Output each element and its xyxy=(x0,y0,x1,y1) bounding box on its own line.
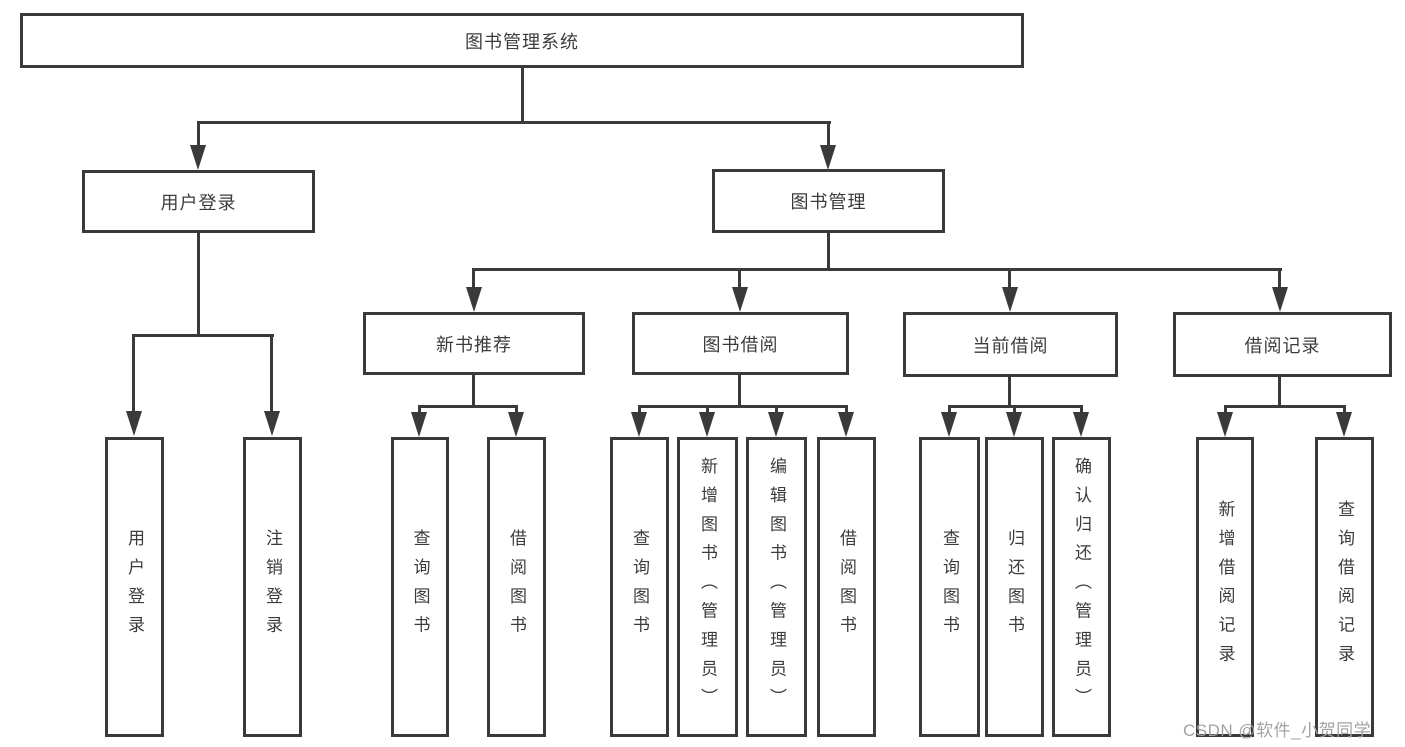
node-user-login: 用户登录 xyxy=(82,170,315,233)
connector-line xyxy=(197,231,200,337)
leaf-borrow-query-books: 查询图书 xyxy=(610,437,669,737)
connector-line xyxy=(827,121,830,149)
connector-line xyxy=(1278,268,1281,290)
leaf-recommend-borrow-books: 借阅图书 xyxy=(487,437,546,737)
connector-line xyxy=(775,405,778,415)
node-root-label: 图书管理系统 xyxy=(465,31,579,52)
connector-line xyxy=(1224,405,1346,408)
connector-line xyxy=(270,334,273,412)
connector-line xyxy=(132,334,135,412)
node-borrow-records-label: 借阅记录 xyxy=(1244,335,1321,356)
node-book-management-label: 图书管理 xyxy=(790,192,867,212)
connector-line xyxy=(472,268,475,290)
connector-arrowhead xyxy=(1006,412,1022,437)
leaf-recommend-query-books-label: 查询图书 xyxy=(410,529,430,645)
connector-line xyxy=(845,405,848,415)
connector-arrowhead xyxy=(699,412,715,437)
connector-line xyxy=(197,121,200,149)
connector-line xyxy=(472,373,475,408)
leaf-borrow-borrow-books-label: 借阅图书 xyxy=(837,529,856,645)
connector-arrowhead xyxy=(126,411,142,436)
leaf-current-query-books-label: 查询图书 xyxy=(940,529,959,645)
leaf-logout-label: 注销登录 xyxy=(263,529,282,645)
connector-line xyxy=(1013,405,1016,415)
connector-line xyxy=(521,68,524,124)
node-book-borrow: 图书借阅 xyxy=(632,312,849,375)
leaf-add-book-admin: 新增图书（管理员） xyxy=(677,437,738,737)
leaf-query-borrow-record-label: 查询借阅记录 xyxy=(1335,500,1354,674)
connector-line xyxy=(515,405,518,415)
connector-arrowhead xyxy=(466,287,482,312)
leaf-logout: 注销登录 xyxy=(243,437,302,737)
leaf-add-book-admin-label: 新增图书（管理员） xyxy=(698,456,717,718)
connector-arrowhead xyxy=(190,145,206,170)
leaf-edit-book-admin-label: 编辑图书（管理员） xyxy=(767,456,786,718)
connector-arrowhead xyxy=(941,412,957,437)
leaf-confirm-return-admin-label: 确认归还（管理员） xyxy=(1072,456,1091,718)
connector-line xyxy=(1080,405,1083,415)
connector-line xyxy=(1224,405,1227,415)
node-current-borrow: 当前借阅 xyxy=(903,312,1118,377)
connector-line xyxy=(738,268,741,290)
node-user-login-label: 用户登录 xyxy=(160,192,237,213)
leaf-return-book: 归还图书 xyxy=(985,437,1044,737)
connector-line xyxy=(133,334,274,337)
leaf-recommend-query-books: 查询图书 xyxy=(391,437,449,737)
connector-arrowhead xyxy=(1336,412,1352,437)
connector-line xyxy=(418,405,421,415)
leaf-return-book-label: 归还图书 xyxy=(1005,529,1024,645)
connector-line xyxy=(638,405,641,415)
connector-line xyxy=(706,405,709,415)
leaf-borrow-borrow-books: 借阅图书 xyxy=(817,437,876,737)
node-root: 图书管理系统 xyxy=(20,13,1024,68)
leaf-add-borrow-record-label: 新增借阅记录 xyxy=(1215,500,1235,674)
connector-arrowhead xyxy=(820,145,836,170)
leaf-confirm-return-admin: 确认归还（管理员） xyxy=(1052,437,1111,737)
connector-arrowhead xyxy=(768,412,784,437)
connector-line xyxy=(418,405,518,408)
leaf-recommend-borrow-books-label: 借阅图书 xyxy=(507,529,526,645)
leaf-user-login: 用户登录 xyxy=(105,437,164,737)
connector-arrowhead xyxy=(411,412,427,437)
node-book-management: 图书管理 xyxy=(712,169,945,233)
leaf-add-borrow-record: 新增借阅记录 xyxy=(1196,437,1254,737)
connector-arrowhead xyxy=(732,287,748,312)
connector-line xyxy=(948,405,951,415)
node-borrow-records: 借阅记录 xyxy=(1173,312,1392,377)
connector-line xyxy=(1343,405,1346,415)
leaf-user-login-label: 用户登录 xyxy=(125,529,144,645)
connector-arrowhead xyxy=(1217,412,1233,437)
connector-line xyxy=(638,405,848,408)
connector-line xyxy=(738,373,741,408)
node-new-book-recommend: 新书推荐 xyxy=(363,312,585,375)
connector-arrowhead xyxy=(508,412,524,437)
connector-arrowhead xyxy=(1002,287,1018,312)
node-current-borrow-label: 当前借阅 xyxy=(972,335,1049,356)
connector-line xyxy=(827,231,830,271)
connector-arrowhead xyxy=(1073,412,1089,437)
connector-arrowhead xyxy=(631,412,647,437)
connector-line xyxy=(1008,268,1011,290)
connector-arrowhead xyxy=(264,411,280,436)
connector-arrowhead xyxy=(1272,287,1288,312)
node-book-borrow-label: 图书借阅 xyxy=(702,334,779,355)
connector-arrowhead xyxy=(838,412,854,437)
connector-line xyxy=(1008,373,1011,408)
watermark: CSDN @软件_小贺同学 xyxy=(1183,721,1372,740)
node-new-book-recommend-label: 新书推荐 xyxy=(436,334,512,355)
leaf-query-borrow-record: 查询借阅记录 xyxy=(1315,437,1374,737)
leaf-current-query-books: 查询图书 xyxy=(919,437,980,737)
connector-line xyxy=(472,268,1282,271)
connector-line xyxy=(198,121,831,124)
leaf-edit-book-admin: 编辑图书（管理员） xyxy=(746,437,807,737)
connector-line xyxy=(1278,373,1281,408)
leaf-borrow-query-books-label: 查询图书 xyxy=(630,529,649,645)
